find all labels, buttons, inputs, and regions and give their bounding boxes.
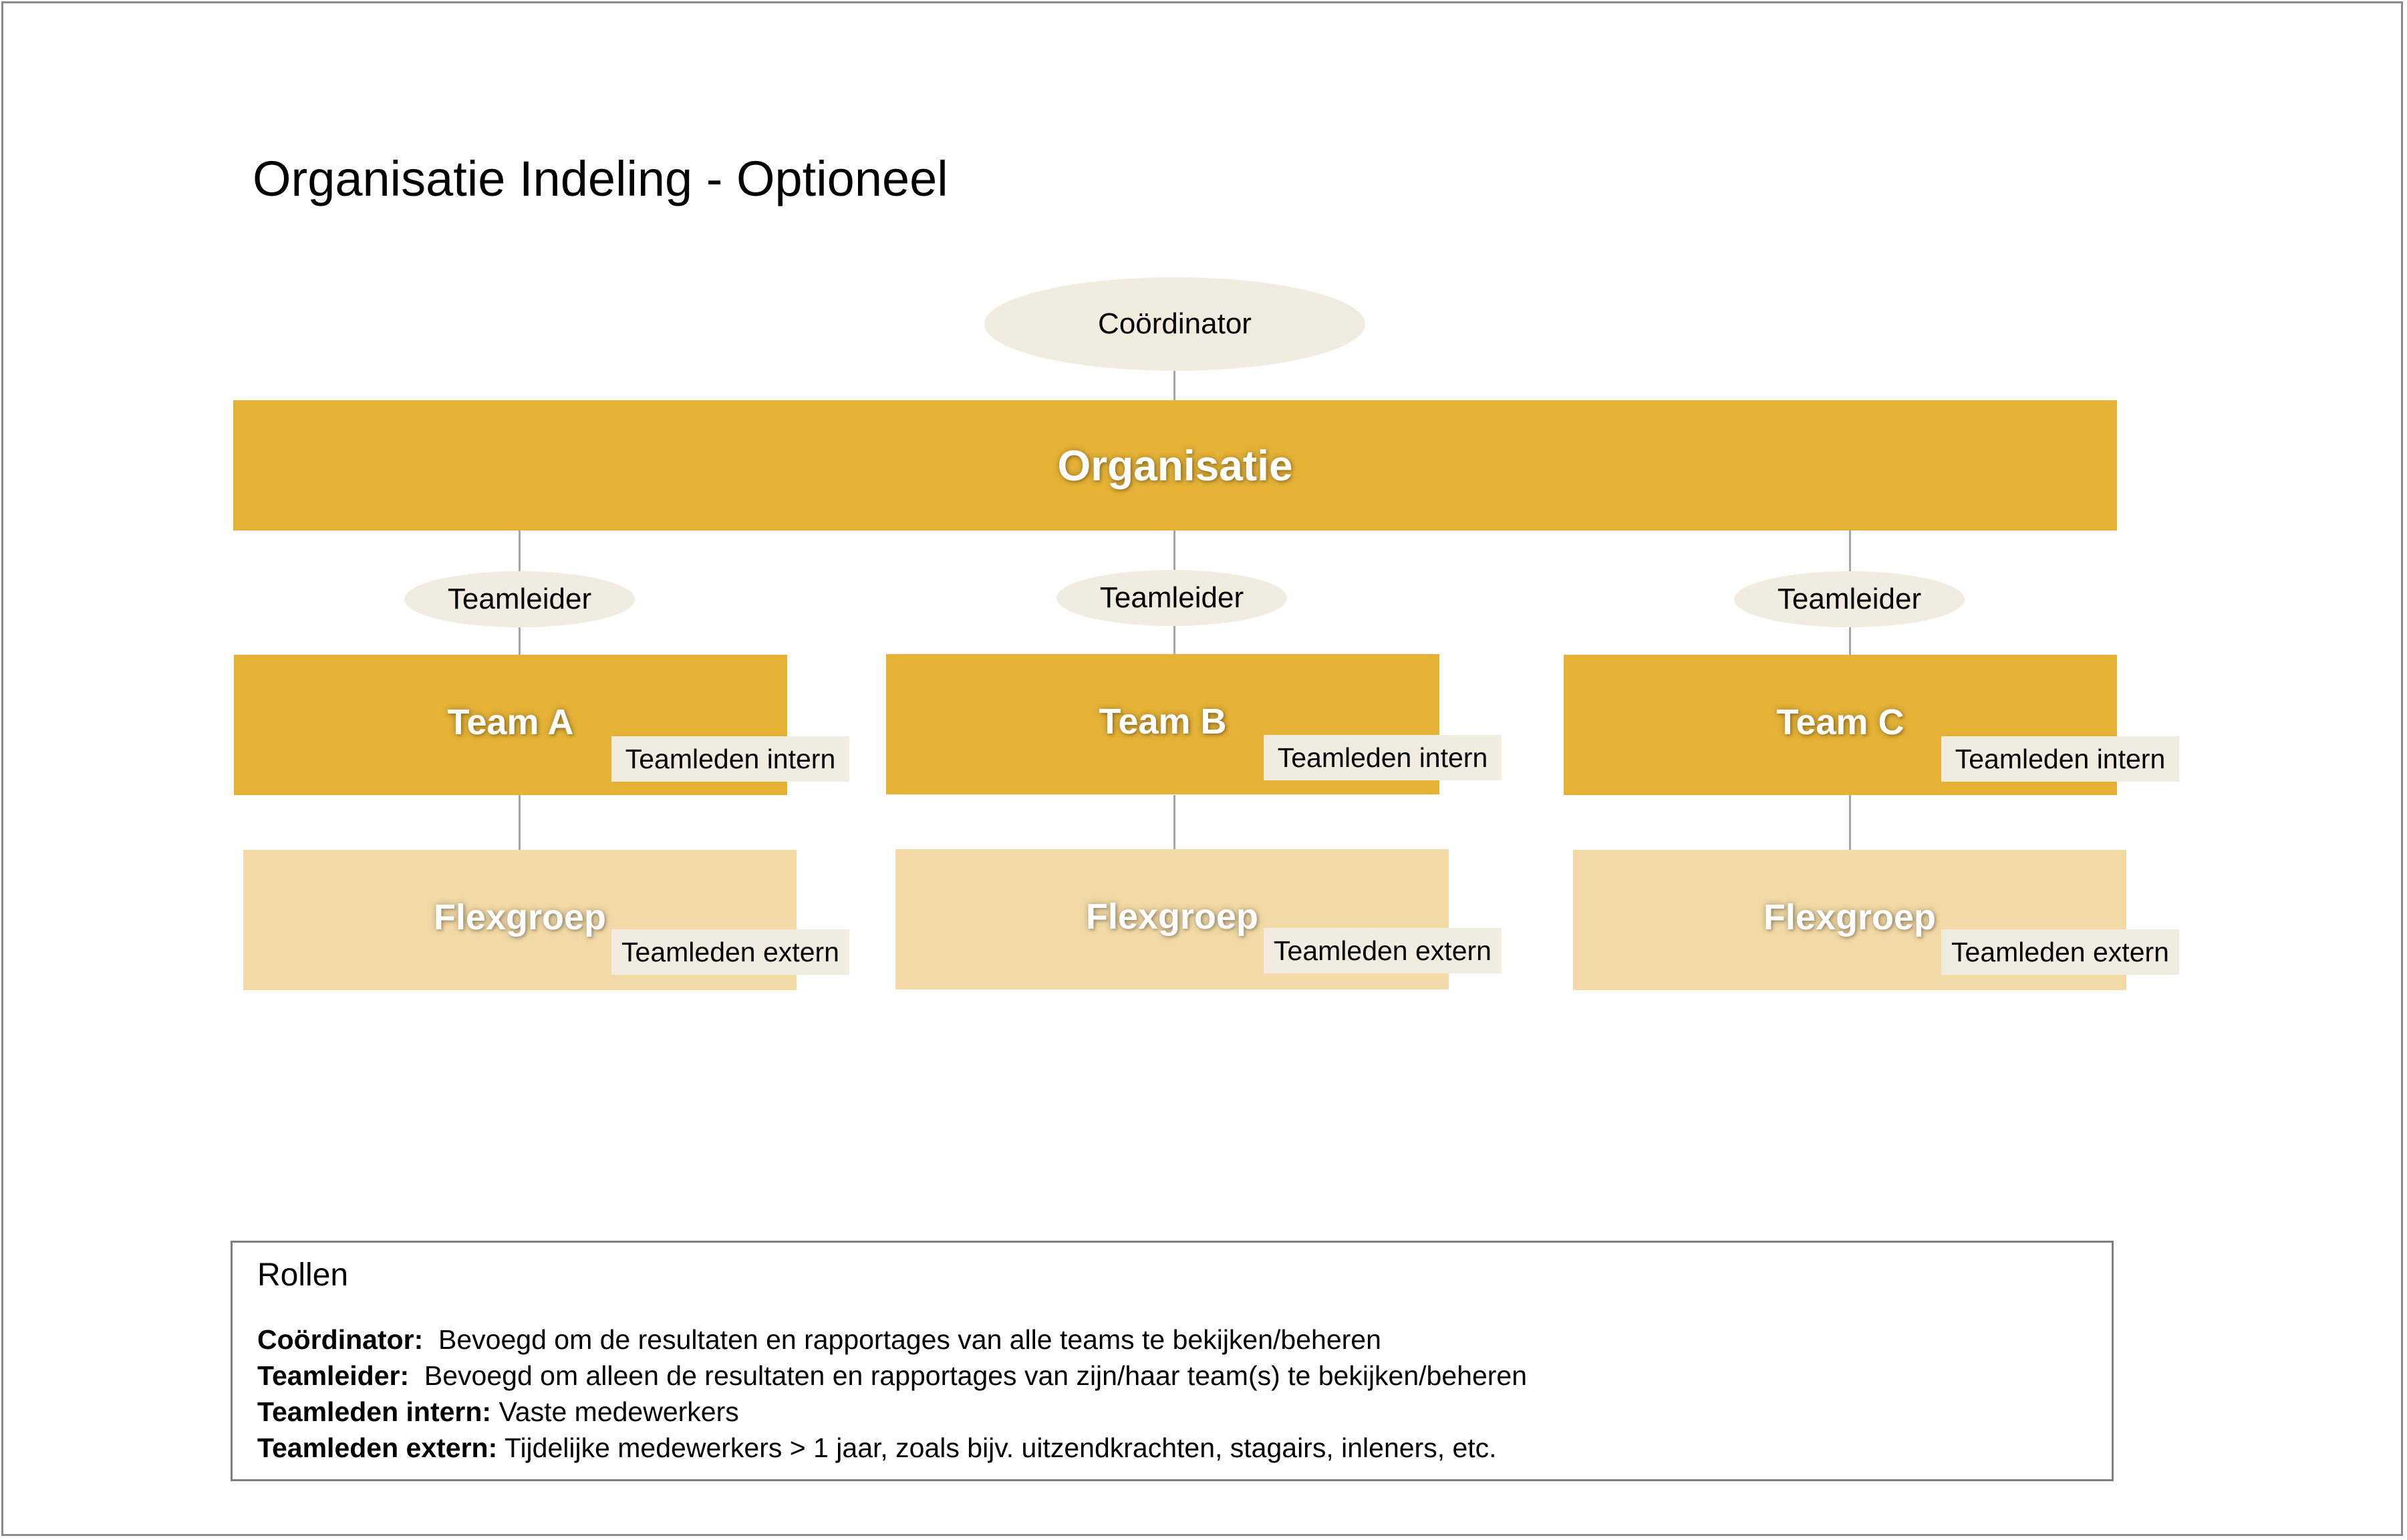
connector-team-a-flex [519,795,521,850]
legend-row-team-leader: Teamleider: Bevoegd om alleen de resulta… [257,1358,1527,1394]
connector-team-c-flex [1849,795,1851,850]
legend-row-coordinator: Coördinator: Bevoegd om de resultaten en… [257,1322,1381,1358]
team-members-extern-tag: Teamleden extern [611,929,849,975]
team-members-intern-tag: Teamleden intern [611,736,849,782]
legend-description: Vaste medewerkers [491,1396,739,1427]
legend-description: Bevoegd om alleen de resultaten en rappo… [409,1360,1528,1391]
coordinator-node: Coördinator [984,277,1365,371]
legend-title: Rollen [257,1257,349,1293]
legend-term: Teamleden extern: [257,1432,498,1463]
legend-term: Teamleden intern: [257,1396,492,1427]
organisation-box: Organisatie [233,400,2117,530]
team-members-extern-tag: Teamleden extern [1941,929,2179,975]
team-box: Team B [886,654,1439,794]
team-members-extern-tag: Teamleden extern [1264,928,1502,973]
team-leader-node: Teamleider [1734,571,1965,627]
connector-team-b-flex [1173,795,1175,850]
team-leader-node: Teamleider [1056,570,1287,626]
legend-term: Teamleider: [257,1360,410,1391]
legend-description: Tijdelijke medewerkers > 1 jaar, zoals b… [497,1432,1497,1463]
roles-legend: Rollen Coördinator: Bevoegd om de result… [231,1241,2114,1481]
connector-coordinator [1173,367,1175,401]
team-members-intern-tag: Teamleden intern [1941,736,2179,782]
legend-description: Bevoegd om de resultaten en rapportages … [423,1324,1381,1355]
legend-term: Coördinator: [257,1324,424,1355]
legend-row-members-extern: Teamleden extern: Tijdelijke medewerkers… [257,1430,1497,1466]
team-leader-node: Teamleider [404,571,635,627]
legend-row-members-intern: Teamleden intern: Vaste medewerkers [257,1394,739,1430]
page-title: Organisatie Indeling - Optioneel [253,151,948,206]
team-members-intern-tag: Teamleden intern [1264,735,1502,780]
